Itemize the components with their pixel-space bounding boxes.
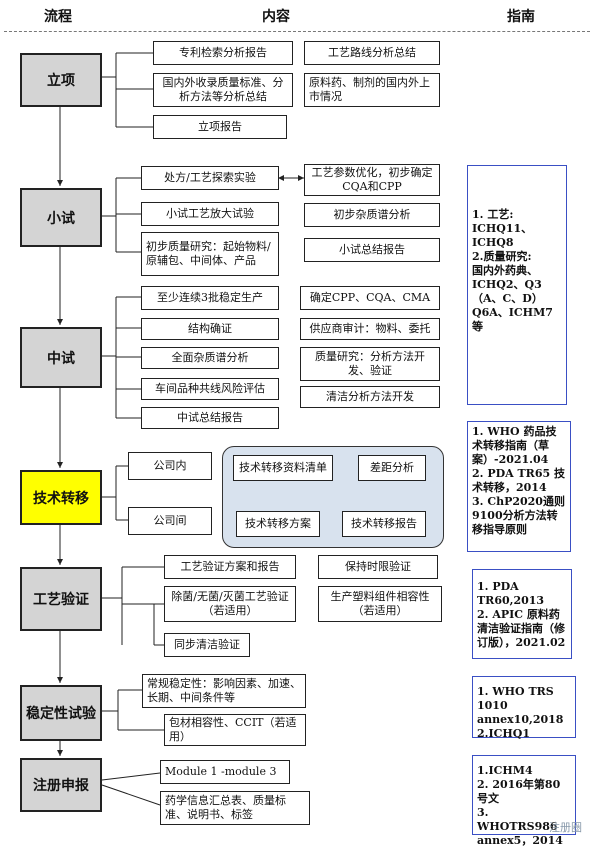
shared-line-risk-box: 车间品种共线风险评估 (141, 378, 279, 400)
stage-xiaoshi: 小试 (20, 188, 102, 247)
guide-box-2: 1. WHO 药品技术转移指南（草案）-2021.04 2. PDA TR65 … (467, 421, 571, 552)
flow-header: 流程 (44, 9, 72, 25)
ctd-module-box: Module 1 -module 3 (160, 760, 290, 784)
pilot-scaleup-box: 小试工艺放大试验 (141, 202, 279, 226)
cleaning-validation-box: 同步清洁验证 (164, 633, 250, 657)
midscale-summary-box: 中试总结报告 (141, 407, 279, 429)
plastic-compat-box: 生产塑料组件相容性（若适用） (318, 586, 442, 622)
initial-quality-box: 初步质量研究：起始物料/原辅包、中间体、产品 (141, 232, 279, 276)
internal-transfer-box: 公司内 (128, 452, 212, 480)
structure-confirm-box: 结构确证 (141, 318, 279, 340)
stage-zhongshi: 中试 (20, 327, 102, 388)
param-optimize-box: 工艺参数优化，初步确定CQA和CPP (304, 164, 440, 196)
project-report-box: 立项报告 (153, 115, 287, 139)
stage-zhuce: 注册申报 (20, 758, 102, 812)
gap-analysis-box: 差距分析 (358, 455, 426, 481)
impurity-initial-box: 初步杂质谱分析 (304, 203, 440, 227)
stage-lixiang: 立项 (20, 53, 102, 107)
validation-plan-box: 工艺验证方案和报告 (164, 555, 296, 579)
dossier-docs-box: 药学信息汇总表、质量标准、说明书、标签 (160, 791, 310, 825)
pilot-summary-box: 小试总结报告 (304, 238, 440, 262)
watermark-text: 注册圈 (549, 821, 582, 834)
formulation-explore-box: 处方/工艺探索实验 (141, 166, 279, 190)
stage-wending: 稳定性试验 (20, 685, 102, 741)
patent-analysis-box: 专利检索分析报告 (153, 41, 293, 65)
market-status-box: 原料药、制剂的国内外上市情况 (304, 73, 440, 107)
hold-time-box: 保持时限验证 (318, 555, 438, 579)
supplier-audit-box: 供应商审计：物料、委托 (300, 318, 440, 340)
guide-box-3: 1. PDA TR60,2013 2. APIC 原料药清洁验证指南（修订版），… (472, 569, 572, 659)
guide-box-5: 1.ICHM4 2. 2016年第80号文 3. WHOTRS986 annex… (472, 755, 576, 847)
transfer-checklist-box: 技术转移资料清单 (233, 455, 333, 481)
content-header: 内容 (262, 9, 290, 25)
guide-box-4: 1. WHO TRS 1010 annex10,2018 2.ICHQ1 (472, 676, 576, 740)
stage-jishu: 技术转移 (20, 470, 102, 525)
stage-gongyi: 工艺验证 (20, 567, 102, 631)
quality-standard-box: 国内外收录质量标准、分析方法等分析总结 (153, 73, 293, 107)
cleaning-method-box: 清洁分析方法开发 (300, 386, 440, 408)
full-impurity-box: 全面杂质谱分析 (141, 347, 279, 369)
sterile-validation-box: 除菌/无菌/灭菌工艺验证（若适用） (164, 586, 296, 622)
routine-stability-box: 常规稳定性：影响因素、加速、长期、中间条件等 (142, 674, 306, 708)
header-divider (4, 31, 590, 32)
transfer-plan-box: 技术转移方案 (236, 511, 320, 537)
package-compat-box: 包材相容性、CCIT（若适用） (164, 714, 306, 746)
guide-header: 指南 (507, 9, 535, 25)
method-dev-box: 质量研究：分析方法开发、验证 (300, 347, 440, 381)
three-batches-box: 至少连续3批稳定生产 (141, 286, 279, 310)
cpp-cqa-cma-box: 确定CPP、CQA、CMA (300, 286, 440, 310)
transfer-report-box: 技术转移报告 (342, 511, 426, 537)
process-route-box: 工艺路线分析总结 (304, 41, 440, 65)
guide-box-1: 1. 工艺: ICHQ11、ICHQ8 2.质量研究: 国内外药典、 ICHQ2… (467, 165, 567, 405)
external-transfer-box: 公司间 (128, 507, 212, 535)
